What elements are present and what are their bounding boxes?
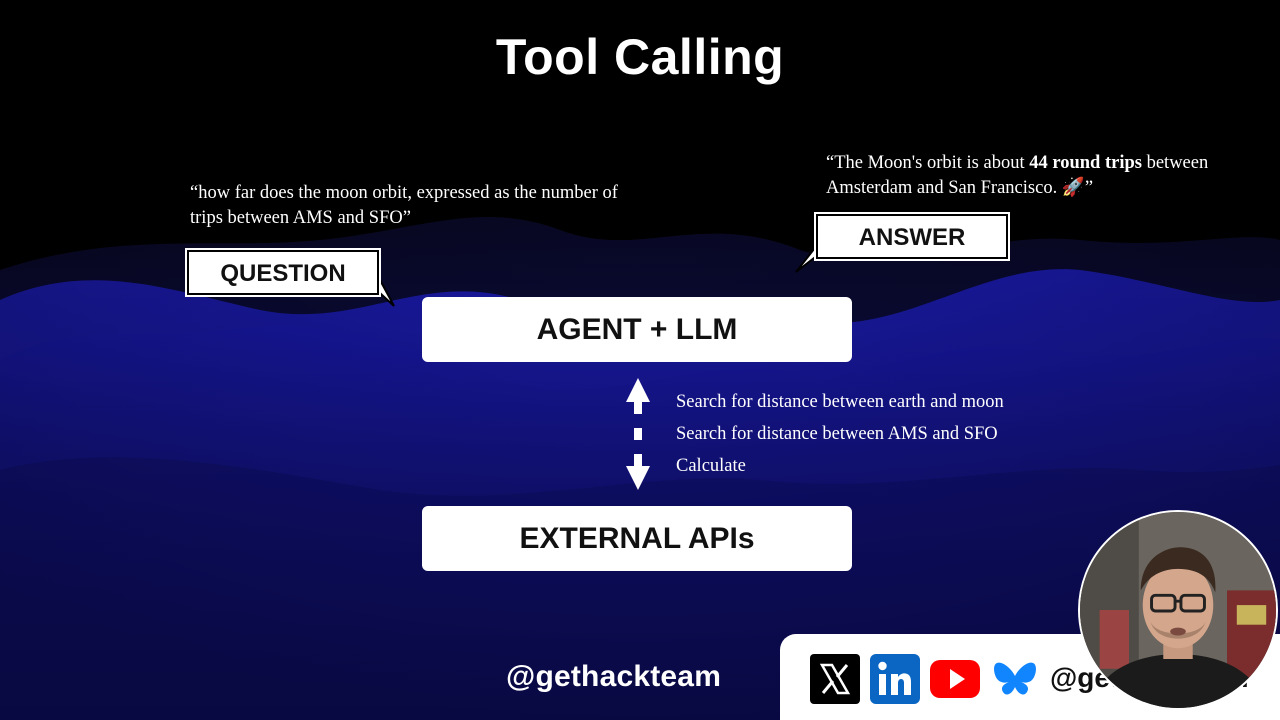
presenter-image <box>1080 512 1276 708</box>
linkedin-icon[interactable] <box>870 654 920 704</box>
external-apis-box: EXTERNAL APIs <box>422 506 852 571</box>
answer-quote-highlight: 44 round trips <box>1029 153 1142 173</box>
step-search-ams-sfo: Search for distance between AMS and SFO <box>676 424 998 444</box>
x-icon[interactable] <box>810 654 860 704</box>
answer-label: ANSWER <box>816 214 1008 259</box>
step-search-earth-moon: Search for distance between earth and mo… <box>676 392 1004 412</box>
bluesky-icon[interactable] <box>990 654 1040 704</box>
answer-quote: “The Moon's orbit is about 44 round trip… <box>826 151 1246 201</box>
answer-quote-end: between Amsterdam and San Francisco. 🚀” <box>826 153 1209 198</box>
agent-llm-box: AGENT + LLM <box>422 297 852 362</box>
question-quote: “how far does the moon orbit, expressed … <box>190 183 618 228</box>
youtube-icon[interactable] <box>930 654 980 704</box>
question-label: QUESTION <box>187 250 379 295</box>
presenter-webcam <box>1078 510 1278 710</box>
channel-handle: @gethackteam <box>506 660 722 693</box>
answer-quote-start: “The Moon's orbit is about <box>826 153 1030 173</box>
slide-title: Tool Calling <box>495 29 785 85</box>
bidirectional-arrow-icon <box>626 378 650 490</box>
step-calculate: Calculate <box>676 456 746 476</box>
